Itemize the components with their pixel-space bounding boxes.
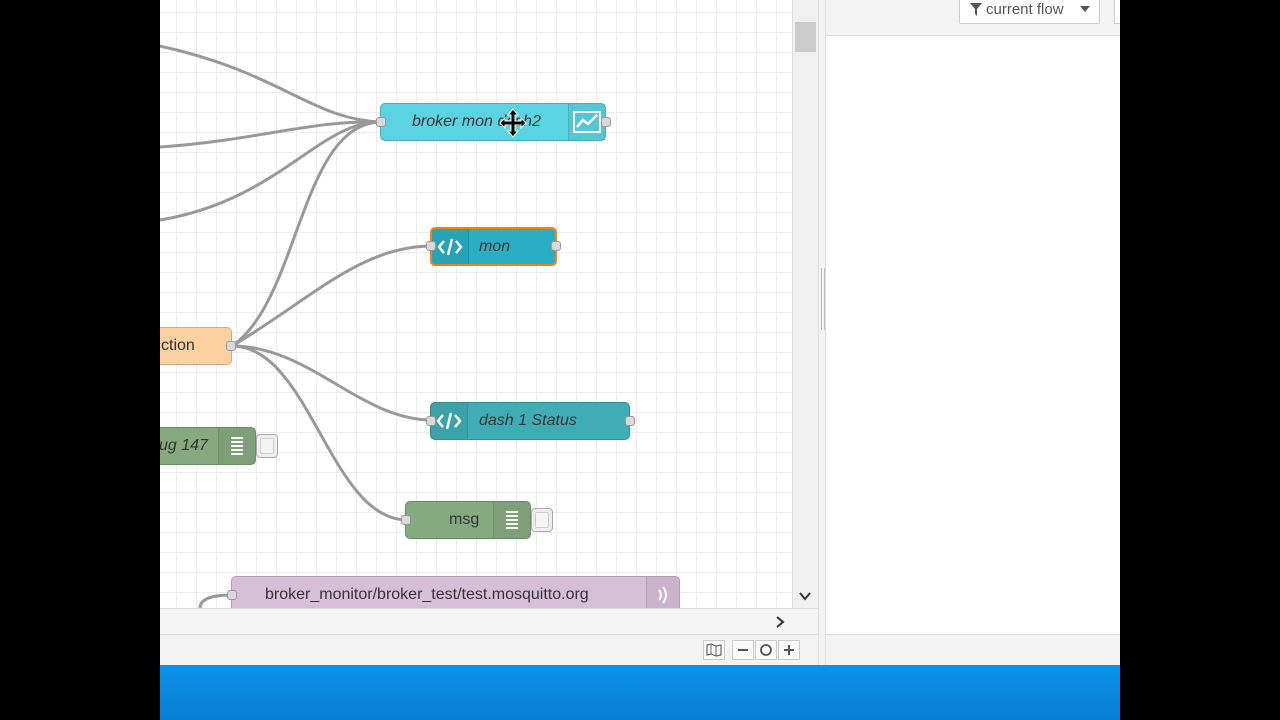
- scroll-right-icon[interactable]: [774, 615, 786, 629]
- plus-icon[interactable]: [778, 640, 800, 660]
- chart-node[interactable]: broker mon dash2: [380, 103, 606, 141]
- sidebar: current flow: [826, 0, 1120, 665]
- minus-icon[interactable]: [732, 640, 754, 660]
- mon-node-label: mon: [479, 237, 511, 255]
- wire: [160, 120, 383, 222]
- flow-filter-button[interactable]: current flow: [959, 0, 1100, 24]
- code-icon: [431, 403, 468, 439]
- caret-down-icon: [1079, 6, 1090, 12]
- function-node[interactable]: ction: [160, 327, 232, 365]
- resize-grip: [821, 268, 825, 330]
- canvas-horizontal-scrollbar[interactable]: [160, 608, 818, 634]
- list-icon: [218, 428, 255, 464]
- status-node[interactable]: dash 1 Status: [430, 402, 630, 440]
- wire: [231, 244, 433, 348]
- msg-input-port[interactable]: [401, 515, 411, 525]
- chart-output-port[interactable]: [601, 117, 611, 127]
- mon-input-port[interactable]: [426, 241, 436, 251]
- wire: [198, 593, 233, 608]
- status-input-port[interactable]: [426, 416, 436, 426]
- flow-filter-label: current flow: [986, 0, 1064, 18]
- wire: [231, 344, 408, 522]
- debug147-node[interactable]: ug 147: [160, 427, 256, 465]
- map-icon[interactable]: [703, 640, 725, 660]
- mqtt-node[interactable]: broker_monitor/broker_test/test.mosquitt…: [231, 576, 680, 608]
- mqtt-icon: [646, 577, 679, 608]
- workspace-footer: [160, 634, 818, 665]
- mon-node[interactable]: mon: [430, 227, 557, 266]
- wires-layer: [160, 44, 433, 608]
- code-icon: [432, 229, 469, 264]
- chart-input-port[interactable]: [376, 117, 386, 127]
- debug147-node-label: ug 147: [160, 437, 208, 454]
- wire: [160, 120, 383, 149]
- circle-icon[interactable]: [755, 640, 777, 660]
- sidebar-resize-handle[interactable]: [818, 0, 826, 665]
- msg-node-label: msg: [449, 511, 480, 528]
- chart-node-label: broker mon dash2: [412, 113, 541, 130]
- msg-toggle[interactable]: [531, 508, 553, 532]
- filter-icon: [970, 2, 982, 16]
- flow-canvas[interactable]: broker mon dash2 mon ction dash 1 Status: [160, 0, 792, 608]
- status-node-label: dash 1 Status: [479, 412, 577, 429]
- debug147-toggle[interactable]: [256, 434, 278, 458]
- sidebar-header: current flow: [826, 0, 1120, 36]
- node-red-editor: broker mon dash2 mon ction dash 1 Status: [160, 0, 1120, 665]
- wire: [160, 44, 383, 124]
- wire: [231, 120, 383, 348]
- msg-node[interactable]: msg: [405, 501, 531, 539]
- mqtt-input-port[interactable]: [227, 590, 237, 600]
- mon-output-port[interactable]: [551, 241, 561, 251]
- function-node-label: ction: [161, 337, 195, 354]
- scroll-down-icon[interactable]: [798, 590, 812, 602]
- vertical-scroll-thumb[interactable]: [795, 22, 816, 52]
- mqtt-node-label: broker_monitor/broker_test/test.mosquitt…: [265, 586, 589, 603]
- canvas-vertical-scrollbar[interactable]: [792, 0, 818, 608]
- status-output-port[interactable]: [625, 416, 635, 426]
- sidebar-footer: [826, 634, 1120, 665]
- wire: [231, 344, 433, 422]
- windows-taskbar: [160, 665, 1120, 720]
- function-output-port[interactable]: [226, 341, 236, 351]
- list-icon: [493, 502, 530, 538]
- sidebar-header-edge: [1114, 0, 1120, 24]
- chart-icon: [568, 104, 605, 140]
- move-cursor-icon: [499, 108, 527, 138]
